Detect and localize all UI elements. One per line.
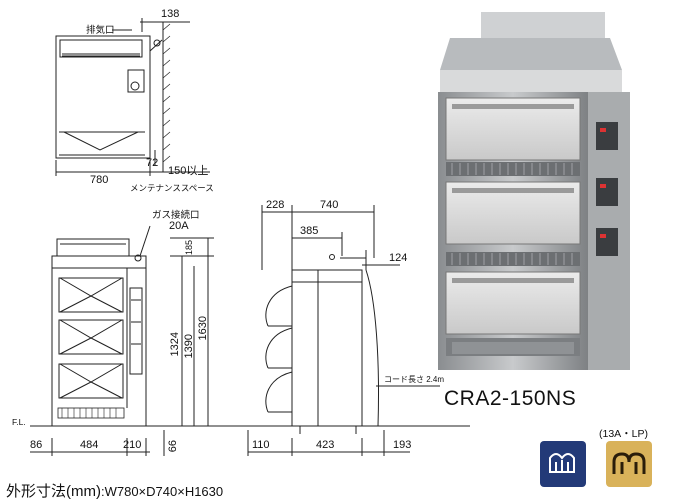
- dim-124: 124: [389, 252, 408, 264]
- dim-150-min: 150以上: [168, 165, 209, 177]
- dim-110: 110: [252, 439, 270, 451]
- external-dimensions: 外形寸法(mm):W780×D740×H1630: [6, 484, 223, 500]
- top-view-drawing: [55, 18, 210, 176]
- front-view-drawing: [30, 225, 214, 456]
- dim-423: 423: [316, 439, 335, 451]
- gas-type-label: (13A・LP): [599, 428, 649, 440]
- side-view-drawing: [247, 205, 440, 456]
- dim-72: 72: [146, 157, 159, 169]
- product-photo: [438, 12, 630, 370]
- dim-780-top: 780: [90, 174, 109, 186]
- dimensions-label: 外形寸法(mm): [6, 483, 101, 500]
- dim-228: 228: [266, 199, 285, 211]
- dim-86: 86: [30, 439, 43, 451]
- dim-484: 484: [80, 439, 99, 451]
- gas-safety-mark-icon: [612, 452, 646, 474]
- exhaust-label: 排気口: [86, 25, 115, 36]
- gas-certification-icon: [549, 453, 575, 473]
- floor-level-label: F.L.: [12, 417, 26, 427]
- dim-740: 740: [320, 199, 339, 211]
- dim-138: 138: [161, 8, 180, 20]
- dimensions-value: :W780×D740×H1630: [100, 484, 224, 499]
- dim-385: 385: [300, 225, 319, 237]
- gas-size-label: 20A: [169, 220, 189, 232]
- dim-193: 193: [393, 439, 412, 451]
- maintenance-space-label: メンテナンススペース: [130, 183, 214, 193]
- dim-210: 210: [123, 439, 142, 451]
- cord-length-label: コード長さ 2.4m: [384, 375, 445, 384]
- gas-connection-label: ガス接続口: [152, 210, 200, 221]
- model-name: CRA2-150NS: [444, 387, 577, 410]
